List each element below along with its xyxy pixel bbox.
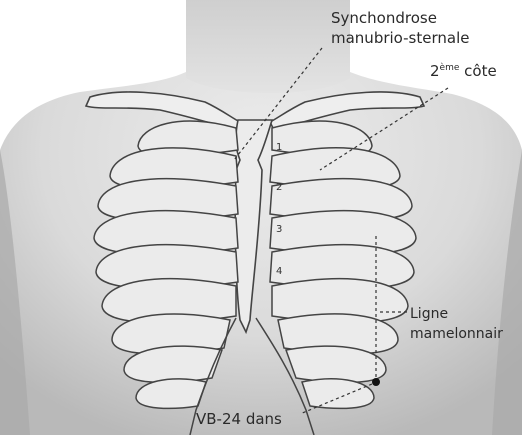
midclavicular-label: Ligne mamelonnair	[410, 304, 503, 344]
neck	[186, 0, 350, 93]
midclavicular-label-line1: Ligne	[410, 304, 503, 324]
rib2-label: 2ème côte	[430, 62, 497, 80]
vb24-point	[372, 378, 380, 386]
rib2-label-main: 2	[430, 62, 440, 80]
rib-number-4: 4	[276, 266, 282, 277]
symphysis-label-line2: manubrio-sternale	[331, 28, 469, 48]
rib2-label-sup: ème	[440, 63, 460, 73]
rib-number-1: 1	[276, 142, 282, 153]
rib2-label-rest: côte	[459, 62, 496, 80]
midclavicular-label-line2: mamelonnair	[410, 324, 503, 344]
symphysis-label-line1: Synchondrose	[331, 8, 469, 28]
rib-number-2: 2	[276, 182, 282, 193]
rib-number-3: 3	[276, 224, 282, 235]
vb24-label: VB-24 dans	[196, 410, 282, 428]
symphysis-label: Synchondrose manubrio-sternale	[331, 8, 469, 48]
